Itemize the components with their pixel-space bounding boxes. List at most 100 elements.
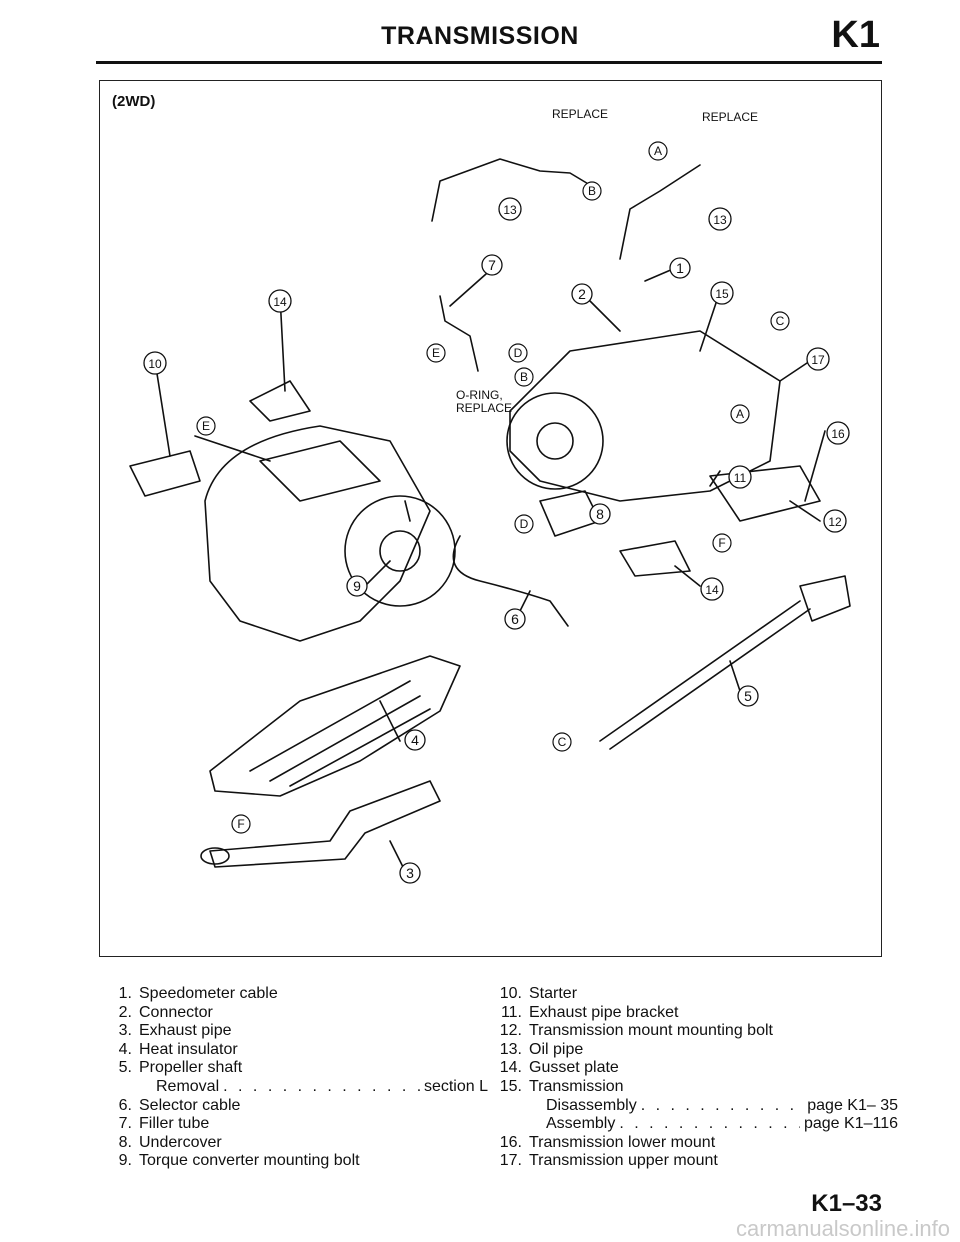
svg-text:9: 9 [353,578,361,594]
legend-item: 1.Speedometer cable [118,985,278,1002]
svg-text:F: F [237,817,244,831]
legend-item: 17.Transmission upper mount [499,1152,718,1170]
replace-note-2: REPLACE [702,110,758,124]
svg-text:11: 11 [734,471,747,485]
letter-f1: F [712,533,732,553]
filler-tube [439,295,479,372]
letter-a2: A [730,404,750,424]
starter [129,450,201,497]
callout-16: 16 [826,421,850,445]
transmission-exploded-diagram: 1 2 3 4 5 6 7 8 9 10 11 12 13 13 14 14 1… [129,107,851,884]
legend-item: 5.Propeller shaft [118,1059,243,1077]
callout-13a: 13 [498,197,522,221]
callout-11: 11 [728,465,752,489]
page-title: TRANSMISSION [381,22,579,50]
legend-item: 15.Transmission [499,1077,624,1095]
legend-subitem: Removal. . . . . . . . . . . . . . . . .… [156,1077,488,1095]
svg-text:15: 15 [715,287,729,301]
svg-text:12: 12 [828,515,842,529]
letter-d2: D [514,514,534,534]
legend-item: 13.Oil pipe [499,1040,584,1058]
svg-text:D: D [514,346,523,360]
callout-7: 7 [481,254,503,276]
svg-text:13: 13 [713,213,727,227]
watermark: carmanualsonline.info [735,1216,950,1241]
gusset-plate-upper [249,380,311,422]
engine-block [204,425,431,642]
letter-c1: C [770,311,790,331]
legend-subitem: Disassembly. . . . . . . . . . . . . .pa… [546,1096,898,1114]
replace-note-1: REPLACE [552,107,608,121]
callout-12: 12 [823,509,847,533]
callout-1: 1 [669,257,691,279]
legend-item: 8.Undercover [118,1133,222,1151]
callout-4: 4 [404,729,426,751]
svg-text:17: 17 [811,353,825,367]
svg-text:A: A [736,407,744,421]
oring-note-line2: REPLACE [456,401,512,415]
page-number: K1–33 [811,1190,882,1217]
letter-b1: B [582,181,602,201]
legend-item: 10.Starter [499,985,578,1002]
svg-text:5: 5 [744,688,752,704]
figure-label: (2WD) [112,93,156,110]
svg-text:10: 10 [148,357,162,371]
svg-text:2: 2 [578,286,586,302]
svg-text:E: E [202,419,210,433]
callout-17: 17 [806,347,830,371]
svg-text:3: 3 [406,865,414,881]
parts-legend-left: 1.Speedometer cable 2.Connector 3.Exhaus… [108,985,488,1171]
callout-15: 15 [710,281,734,305]
drive-plate [344,495,456,607]
callout-3: 3 [399,862,421,884]
letter-d1: D [508,343,528,363]
callout-2: 2 [571,283,593,305]
callout-8: 8 [589,503,611,525]
oil-pipe-right [619,164,701,260]
parts-legend-right: 10.Starter 11.Exhaust pipe bracket 12.Tr… [498,985,898,1171]
oil-pipe-left [431,158,591,222]
callout-5: 5 [737,685,759,707]
letter-a1: A [648,141,668,161]
legend-item: 9.Torque converter mounting bolt [118,1152,360,1170]
exhaust-pipe [209,780,441,868]
callout-6: 6 [504,608,526,630]
exploded-view-figure: (2WD) [99,80,882,957]
svg-text:6: 6 [511,611,519,627]
gusset-plate-lower [619,540,691,577]
letter-e2: E [196,416,216,436]
transmission-bellhousing [506,392,604,490]
transmission-mount [709,465,821,522]
callout-13b: 13 [708,207,732,231]
svg-text:C: C [776,314,785,328]
svg-text:8: 8 [596,506,604,522]
legend-item: 3.Exhaust pipe [118,1022,232,1040]
svg-text:4: 4 [411,732,419,748]
legend-item: 14.Gusset plate [499,1059,619,1077]
letter-f2: F [231,814,251,834]
svg-text:B: B [520,370,528,384]
svg-text:1: 1 [676,260,684,276]
svg-text:F: F [718,536,725,550]
callout-9: 9 [346,575,368,597]
oring-note-line1: O-RING, [456,388,503,402]
svg-text:16: 16 [831,427,845,441]
svg-text:7: 7 [488,257,496,273]
svg-text:14: 14 [273,295,287,309]
legend-item: 4.Heat insulator [118,1040,238,1058]
svg-text:C: C [558,735,567,749]
legend-item: 2.Connector [118,1003,213,1021]
letter-e1: E [426,343,446,363]
svg-text:B: B [588,184,596,198]
propeller-shaft [599,600,801,742]
svg-text:A: A [654,144,662,158]
heat-insulator [209,655,461,797]
svg-text:14: 14 [705,583,719,597]
legend-item: 6.Selector cable [118,1096,241,1114]
header-divider [96,61,882,64]
section-code: K1 [831,14,880,56]
legend-item: 7.Filler tube [118,1115,210,1133]
letter-c2: C [552,732,572,752]
callout-14b: 14 [700,577,724,601]
svg-text:D: D [520,517,529,531]
